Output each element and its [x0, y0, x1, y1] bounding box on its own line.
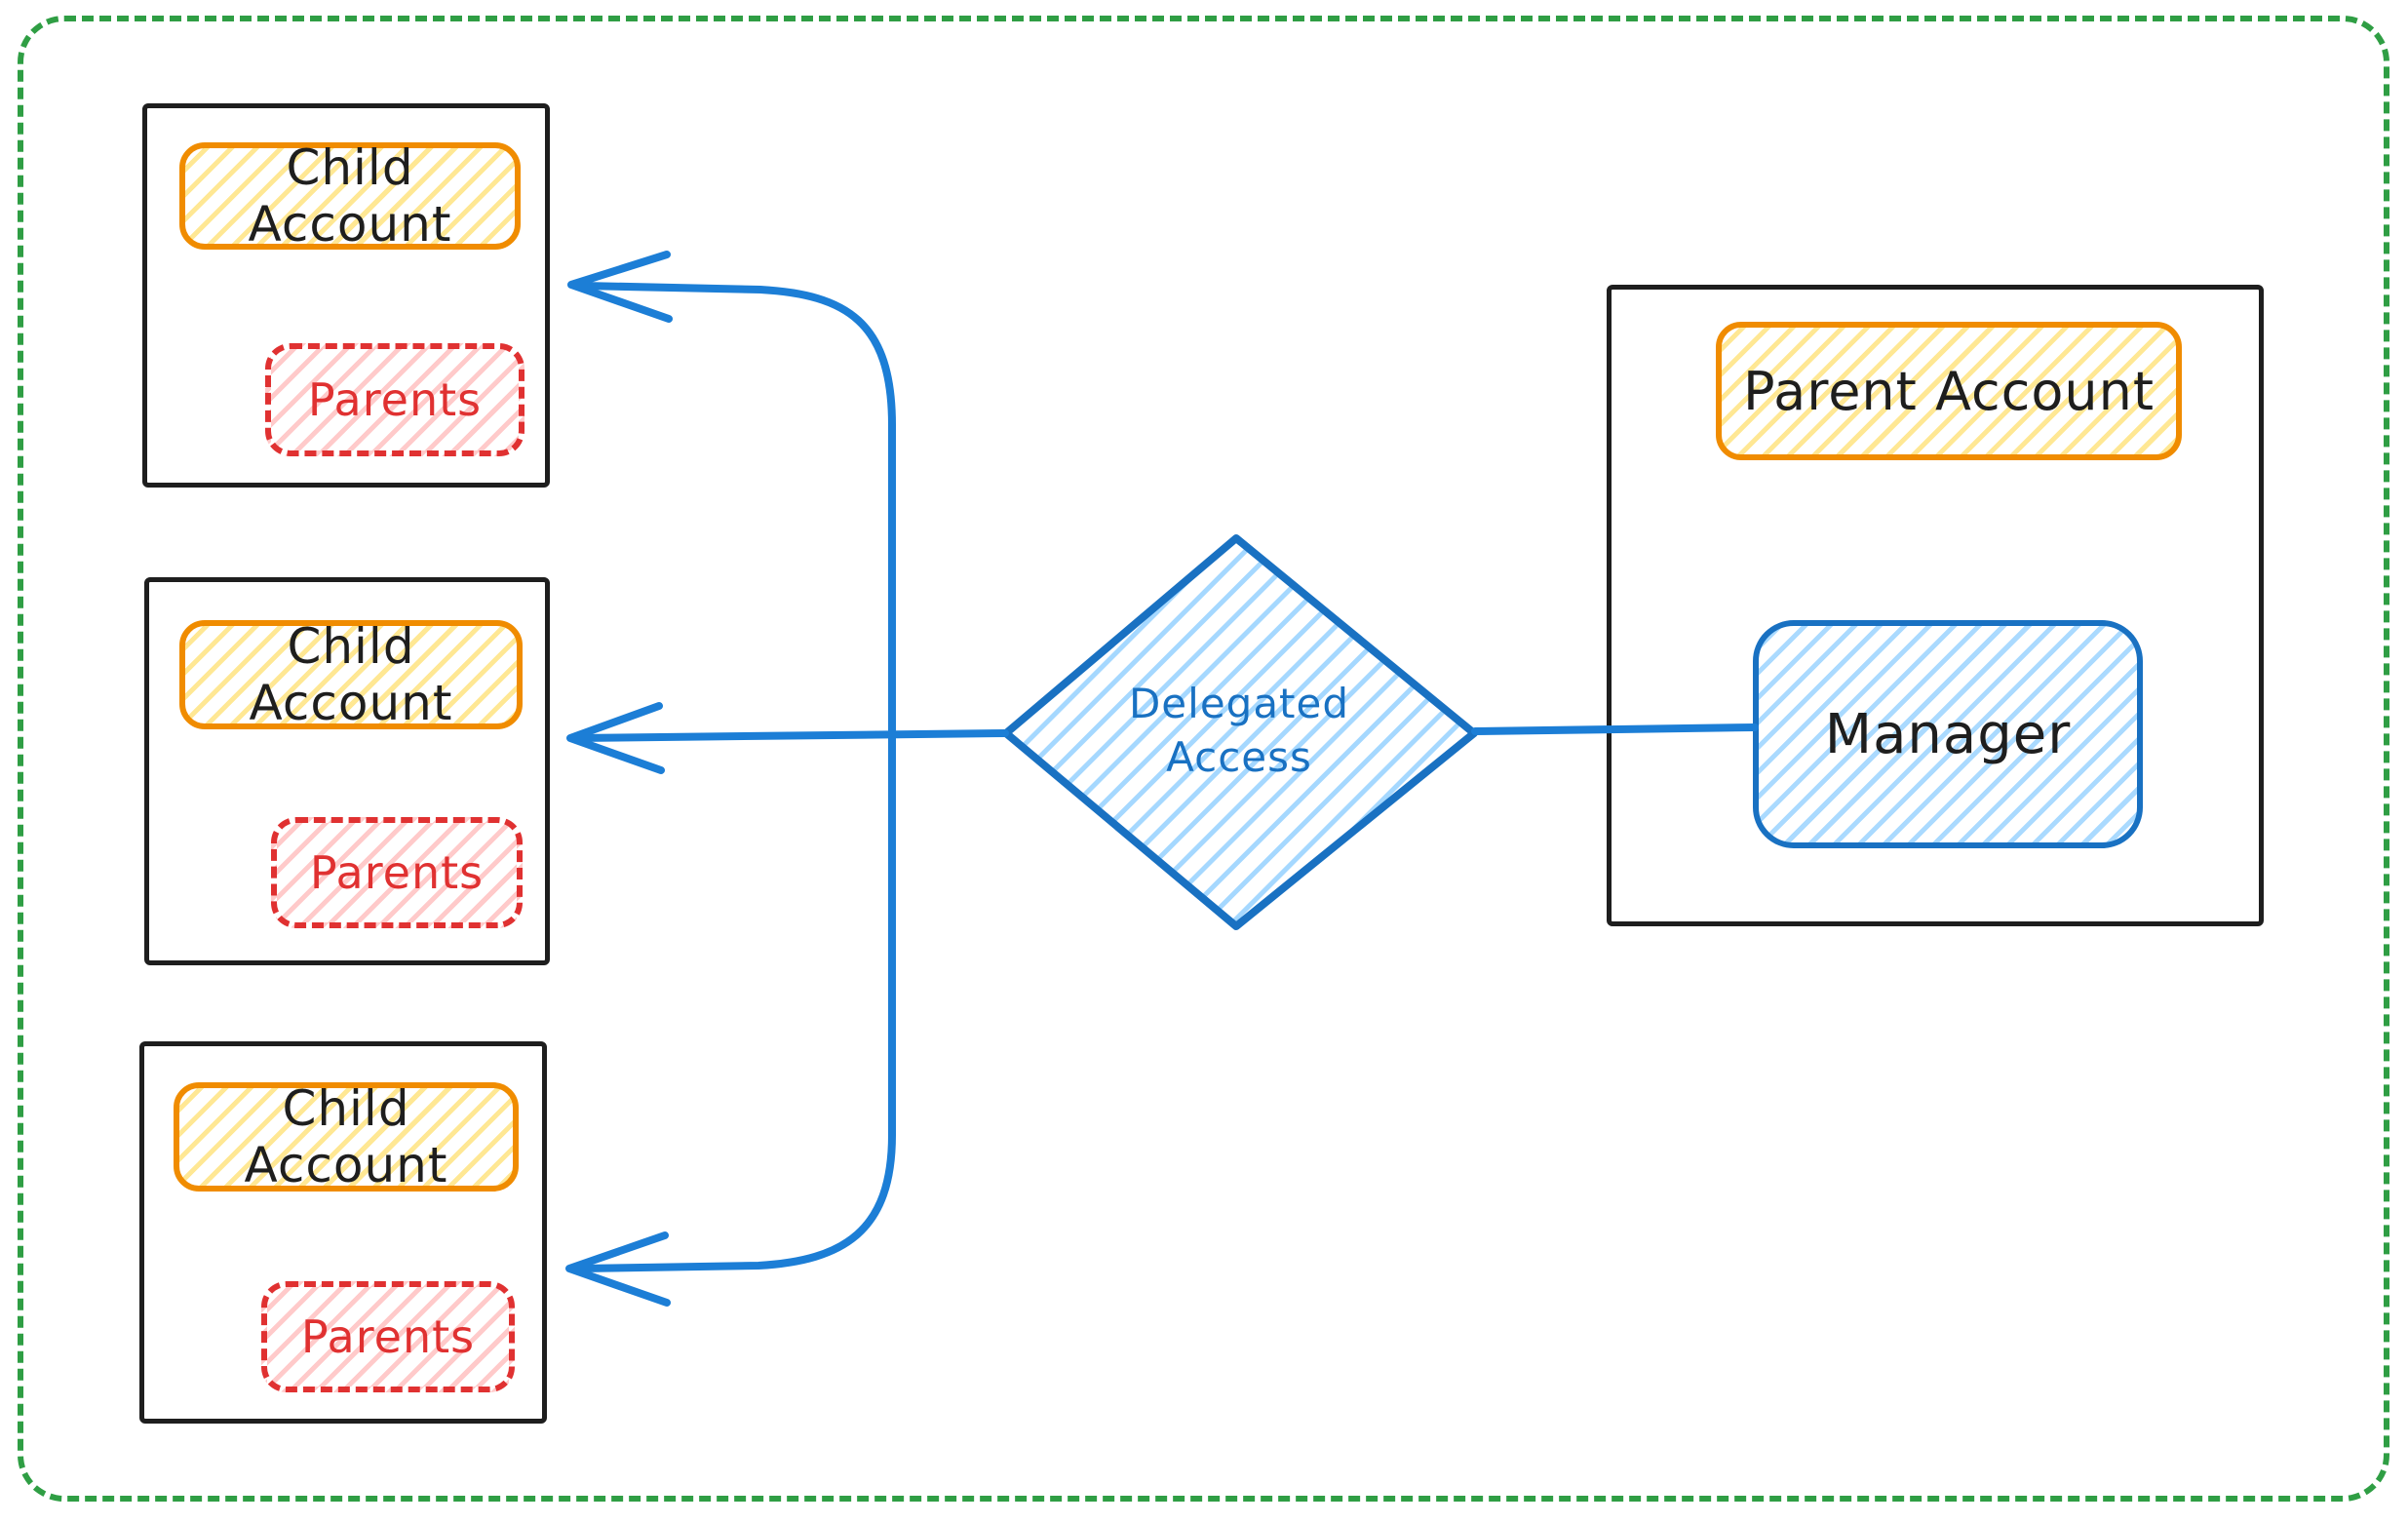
- child-account-chip-2[interactable]: Child Account: [179, 618, 523, 731]
- child-account-box-2[interactable]: Child Account Parents: [144, 577, 550, 965]
- parents-chip-1[interactable]: Parents: [265, 343, 524, 456]
- parent-account-box[interactable]: Parent Account Manager: [1607, 285, 2264, 926]
- child-account-chip-3[interactable]: Child Account: [174, 1080, 519, 1193]
- parent-account-chip[interactable]: Parent Account: [1716, 322, 2182, 460]
- child-account-chip-1[interactable]: Child Account: [179, 139, 521, 253]
- canvas-border[interactable]: [18, 16, 2389, 1502]
- manager-node[interactable]: Manager: [1753, 620, 2143, 848]
- parents-chip-2[interactable]: Parents: [271, 817, 523, 928]
- child-account-box-1[interactable]: Child Account Parents: [142, 103, 550, 488]
- delegated-access-label[interactable]: Delegated Access: [1128, 680, 1350, 781]
- parents-chip-3[interactable]: Parents: [261, 1281, 515, 1392]
- child-account-box-3[interactable]: Child Account Parents: [139, 1041, 547, 1424]
